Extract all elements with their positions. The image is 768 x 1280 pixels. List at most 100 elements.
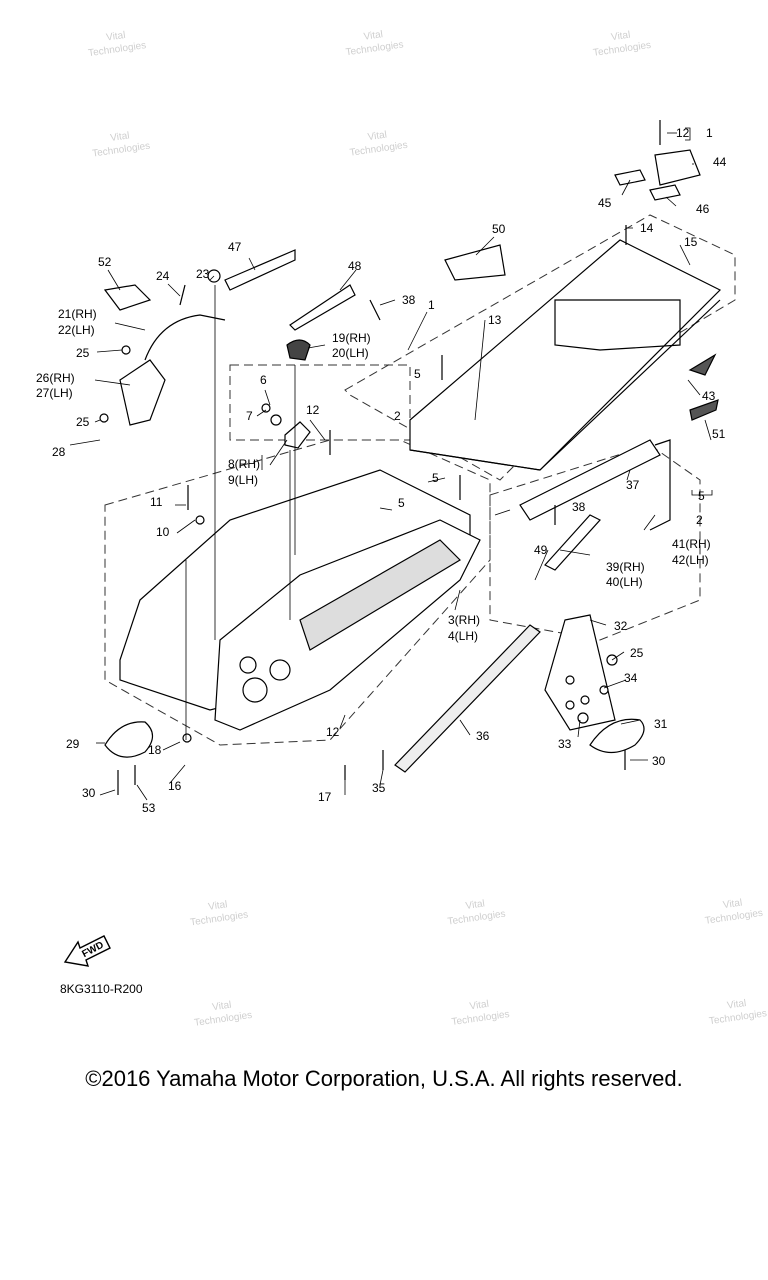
callout-37: 37 xyxy=(626,478,640,492)
callout-48: 48 xyxy=(348,259,362,273)
callout-27: 27(LH) xyxy=(36,386,73,400)
seat-bracket xyxy=(649,439,671,531)
callout-25: 25 xyxy=(76,346,90,360)
plate-52 xyxy=(103,284,152,311)
callout-2b: 2 xyxy=(696,513,703,527)
fasteners xyxy=(99,120,661,795)
callout-43: 43 xyxy=(702,389,716,403)
callout-22: 22(LH) xyxy=(58,323,95,337)
callout-11: 11 xyxy=(150,495,163,509)
copyright-notice: ©2016 Yamaha Motor Corporation, U.S.A. A… xyxy=(85,1066,683,1091)
watermark-text: Technologies xyxy=(92,141,151,160)
callout-29: 29 xyxy=(66,737,80,751)
callout-38b: 38 xyxy=(572,500,586,514)
callout-21: 21(RH) xyxy=(58,307,97,321)
watermark-text: Technologies xyxy=(592,40,651,59)
watermark-text: Vital xyxy=(208,899,229,913)
tunnel-frame xyxy=(409,239,722,471)
chassis-frame xyxy=(119,469,481,731)
callout-35: 35 xyxy=(372,781,386,795)
watermark-text: Vital xyxy=(212,1000,233,1014)
callout-51: 51 xyxy=(712,427,726,441)
callout-25c: 25 xyxy=(630,646,644,660)
callout-5b: 5 xyxy=(432,471,439,485)
watermark-text: Technologies xyxy=(345,39,404,58)
watermark-text: Technologies xyxy=(708,1008,767,1027)
callout-38: 38 xyxy=(402,293,416,307)
callout-33: 33 xyxy=(558,737,572,751)
watermark-text: Technologies xyxy=(190,909,249,928)
callout-10: 10 xyxy=(156,525,170,539)
callout-41: 41(RH) xyxy=(672,537,711,551)
callout-20: 20(LH) xyxy=(332,346,369,360)
rail-bar xyxy=(394,624,541,773)
tags xyxy=(688,353,719,421)
watermark-text: Vital xyxy=(722,898,743,912)
callout-18: 18 xyxy=(148,743,162,757)
callout-19: 19(RH) xyxy=(332,331,371,345)
callout-45: 45 xyxy=(598,196,612,210)
watermark-text: Technologies xyxy=(451,1009,510,1028)
callout-36: 36 xyxy=(476,729,490,743)
callout-14: 14 xyxy=(640,221,654,235)
callout-labels: 12 1 44 45 46 14 15 50 47 52 48 24 23 38… xyxy=(36,126,727,815)
watermark-text: Vital xyxy=(110,130,131,144)
shields xyxy=(284,339,311,449)
bracket-21 xyxy=(144,314,226,361)
callout-16: 16 xyxy=(168,779,182,793)
callout-12b: 12 xyxy=(306,403,320,417)
callout-25b: 25 xyxy=(76,415,90,429)
assembly-outline-3 xyxy=(229,364,411,441)
callout-2: 2 xyxy=(394,409,401,423)
watermark-text: Vital xyxy=(363,29,384,43)
leader-lines xyxy=(69,127,713,801)
callout-5: 5 xyxy=(414,367,421,381)
fwd-arrow-icon: FWD xyxy=(63,935,111,967)
callout-50: 50 xyxy=(492,222,506,236)
watermark-text: Vital xyxy=(726,998,747,1012)
callout-12c: 12 xyxy=(326,725,340,739)
callout-24: 24 xyxy=(156,269,170,283)
callout-23: 23 xyxy=(196,267,210,281)
callout-5d: 5 xyxy=(698,489,705,503)
callout-39: 39(RH) xyxy=(606,560,645,574)
callout-53: 53 xyxy=(142,801,156,815)
callout-49: 49 xyxy=(534,543,548,557)
callout-44: 44 xyxy=(713,155,727,169)
callout-40: 40(LH) xyxy=(606,575,643,589)
diagram-code: 8KG3110-R200 xyxy=(60,982,143,996)
callout-47: 47 xyxy=(228,240,242,254)
callout-46: 46 xyxy=(696,202,710,216)
callout-52: 52 xyxy=(98,255,112,269)
step-plate xyxy=(544,614,616,731)
callout-6: 6 xyxy=(260,373,267,387)
running-board xyxy=(519,439,661,571)
callout-34: 34 xyxy=(624,671,638,685)
callout-17: 17 xyxy=(318,790,332,804)
bracket-26 xyxy=(119,359,166,426)
callout-12: 12 xyxy=(676,126,690,140)
assembly-outline-1 xyxy=(344,214,736,481)
watermark-text: Technologies xyxy=(349,140,408,159)
foot-hold-29 xyxy=(104,721,154,758)
callout-13: 13 xyxy=(488,313,502,327)
watermark-text: Vital xyxy=(465,898,486,912)
callout-26: 26(RH) xyxy=(36,371,75,385)
callout-1: 1 xyxy=(706,126,713,140)
callout-3: 3(RH) xyxy=(448,613,480,627)
watermark-text: Vital xyxy=(367,130,388,144)
callout-32: 32 xyxy=(614,619,628,633)
assembly-outline-4 xyxy=(489,444,701,641)
callout-4: 4(LH) xyxy=(448,629,478,643)
watermark-text: Vital xyxy=(610,30,631,44)
watermark-text: Vital xyxy=(106,30,127,44)
callout-30: 30 xyxy=(652,754,666,768)
watermark-text: Technologies xyxy=(704,908,763,927)
callout-31: 31 xyxy=(654,717,668,731)
callout-1b: 1 xyxy=(428,298,435,312)
callout-15: 15 xyxy=(684,235,698,249)
watermark-text: Technologies xyxy=(88,40,147,59)
callout-28: 28 xyxy=(52,445,66,459)
callout-7: 7 xyxy=(246,409,253,423)
